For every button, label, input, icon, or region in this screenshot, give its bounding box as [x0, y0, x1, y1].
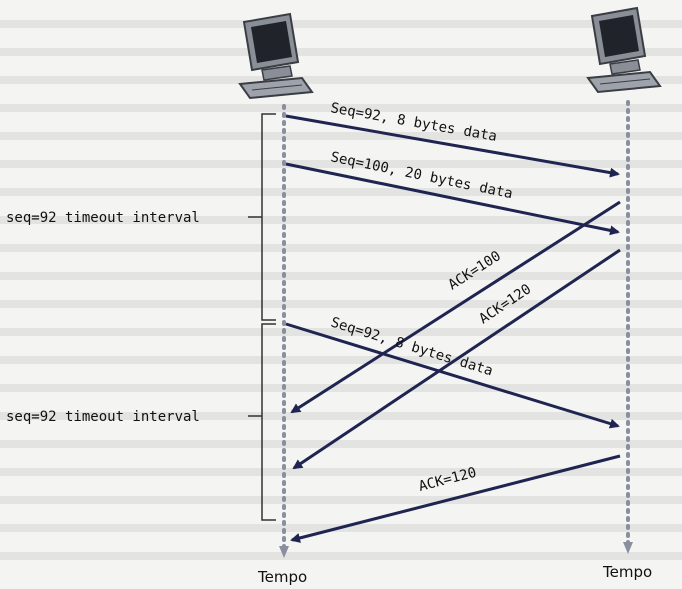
right-computer-icon [586, 6, 662, 94]
msg-label-seq92-retransmit: Seq=92, 8 bytes data [329, 315, 495, 380]
msg-arrow-ack120 [292, 248, 621, 470]
left-axis-label: Tempo [257, 568, 307, 586]
msg-arrow-ack120-final [290, 454, 621, 543]
msg-arrow-seq100 [285, 162, 620, 236]
background-texture [0, 20, 682, 560]
msg-arrow-seq92-retransmit [285, 322, 620, 429]
timeout-bracket-1 [248, 113, 276, 321]
msg-label-ack100: ACK=100 [446, 248, 504, 293]
timeout-label-1: seq=92 timeout interval [6, 210, 200, 226]
msg-arrow-ack100 [290, 200, 621, 414]
timeout-label-2: seq=92 timeout interval [6, 409, 200, 425]
msg-arrow-seq92 [285, 114, 620, 178]
right-axis-label: Tempo [602, 563, 652, 581]
left-computer-icon [238, 12, 314, 100]
timeout-bracket-2 [248, 323, 276, 521]
